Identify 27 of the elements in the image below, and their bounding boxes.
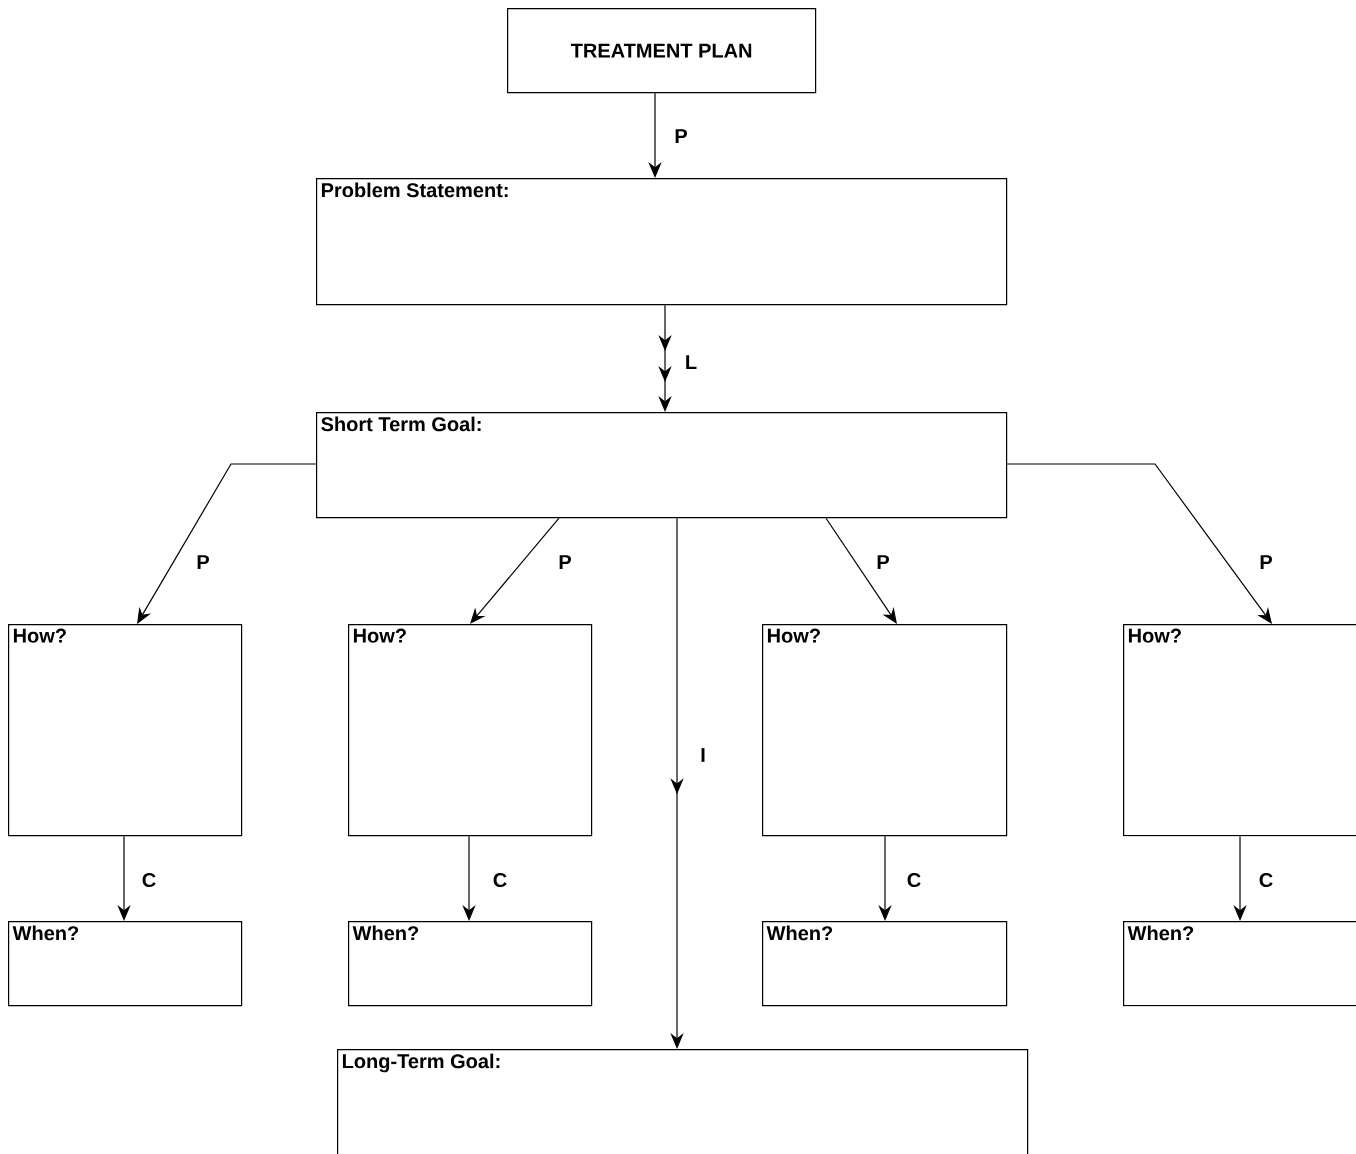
text-box: Problem Statement: [316,178,1008,306]
text-box: How? [348,624,593,837]
arrow [1006,463,1272,624]
arrow [470,517,560,624]
edge-label: P [195,553,211,571]
text-box: Short Term Goal: [316,412,1008,519]
text-box: When? [348,921,593,1007]
edge-label: C [491,871,509,889]
text-box: When? [8,921,243,1007]
text-box: Long-Term Goal: [337,1049,1029,1154]
edge-label: P [557,553,573,571]
edge-label: C [905,871,923,889]
edge-label: P [673,127,689,145]
edge-label: I [698,746,708,764]
text-box: When? [1123,921,1356,1007]
arrow [825,517,897,624]
title-box: TREATMENT PLAN [507,8,817,94]
edge-label: L [683,353,699,371]
edge-label: P [875,553,891,571]
edge-label: C [140,871,158,889]
arrow [137,463,317,624]
text-box: How? [8,624,243,837]
edge-label: P [1258,553,1274,571]
text-box: How? [1123,624,1356,837]
text-box: When? [762,921,1008,1007]
edge-label: C [1257,871,1275,889]
text-box: How? [762,624,1008,837]
